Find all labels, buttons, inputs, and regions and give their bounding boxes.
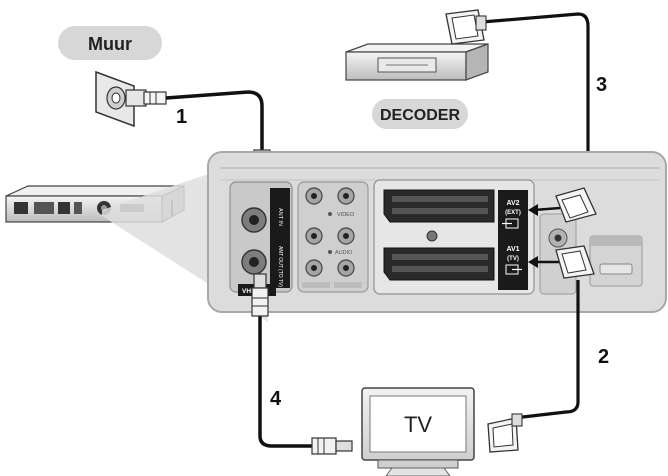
step-number-3: 3 [596, 74, 607, 96]
ant-in-label: ANT IN [277, 208, 283, 226]
av2-scart-plug-icon [555, 187, 597, 223]
av-output-arrow-icon [505, 264, 522, 275]
antenna-section: ANT IN ANT OUT (TO TV) VHF [229, 181, 293, 296]
decoder-box-icon [345, 43, 489, 81]
wall-label-text: Muur [88, 34, 132, 54]
tv-label: TV [404, 412, 432, 437]
rca-section: VIDEO AUDIO [297, 181, 369, 293]
step-number-1: 1 [176, 106, 187, 128]
tv-scart-plug-icon [487, 413, 523, 453]
cable-3 [481, 12, 590, 196]
wall-antenna-plug-icon [125, 89, 167, 107]
decoder-label-text: DECODER [380, 107, 460, 124]
av1-scart-plug-icon [555, 245, 595, 279]
av1-arrowhead [528, 256, 538, 268]
av-input-arrow-icon [502, 218, 519, 229]
wall-socket-icon [95, 70, 135, 128]
step-number-2: 2 [598, 346, 609, 368]
av1-label-line2: (TV) [507, 256, 519, 262]
av1-label-line1: AV1 [506, 246, 519, 253]
decoder-label: DECODER [372, 99, 468, 129]
scart-section: AV2 (EXT) AV1 (TV) [373, 179, 535, 295]
wall-label: Muur [58, 26, 162, 60]
av2-scart-socket-icon [383, 189, 495, 223]
ant-out-label: ANT OUT (TO TV) [277, 246, 283, 287]
vhf-label: VHF [242, 288, 255, 295]
decoder-scart-plug-icon [445, 9, 487, 45]
video-label: VIDEO [337, 212, 355, 218]
av1-scart-socket-icon [383, 247, 495, 281]
av2-label-line1: AV2 [506, 200, 519, 207]
tv-screen-icon: TV [361, 387, 475, 476]
av2-arrowhead [528, 204, 538, 216]
cable-4 [258, 316, 314, 448]
ant-out-plug-icon [251, 273, 269, 317]
audio-label: AUDIO [335, 250, 353, 256]
step-number-4: 4 [270, 388, 282, 410]
av2-label-line2: (EXT) [505, 210, 521, 216]
av2-arrow [533, 206, 561, 212]
ant-out-jack-icon [241, 249, 267, 275]
cable-1 [165, 90, 264, 150]
cable-2 [513, 280, 580, 420]
ant-in-jack-icon [241, 207, 267, 233]
tv-antenna-plug-icon [311, 437, 353, 455]
